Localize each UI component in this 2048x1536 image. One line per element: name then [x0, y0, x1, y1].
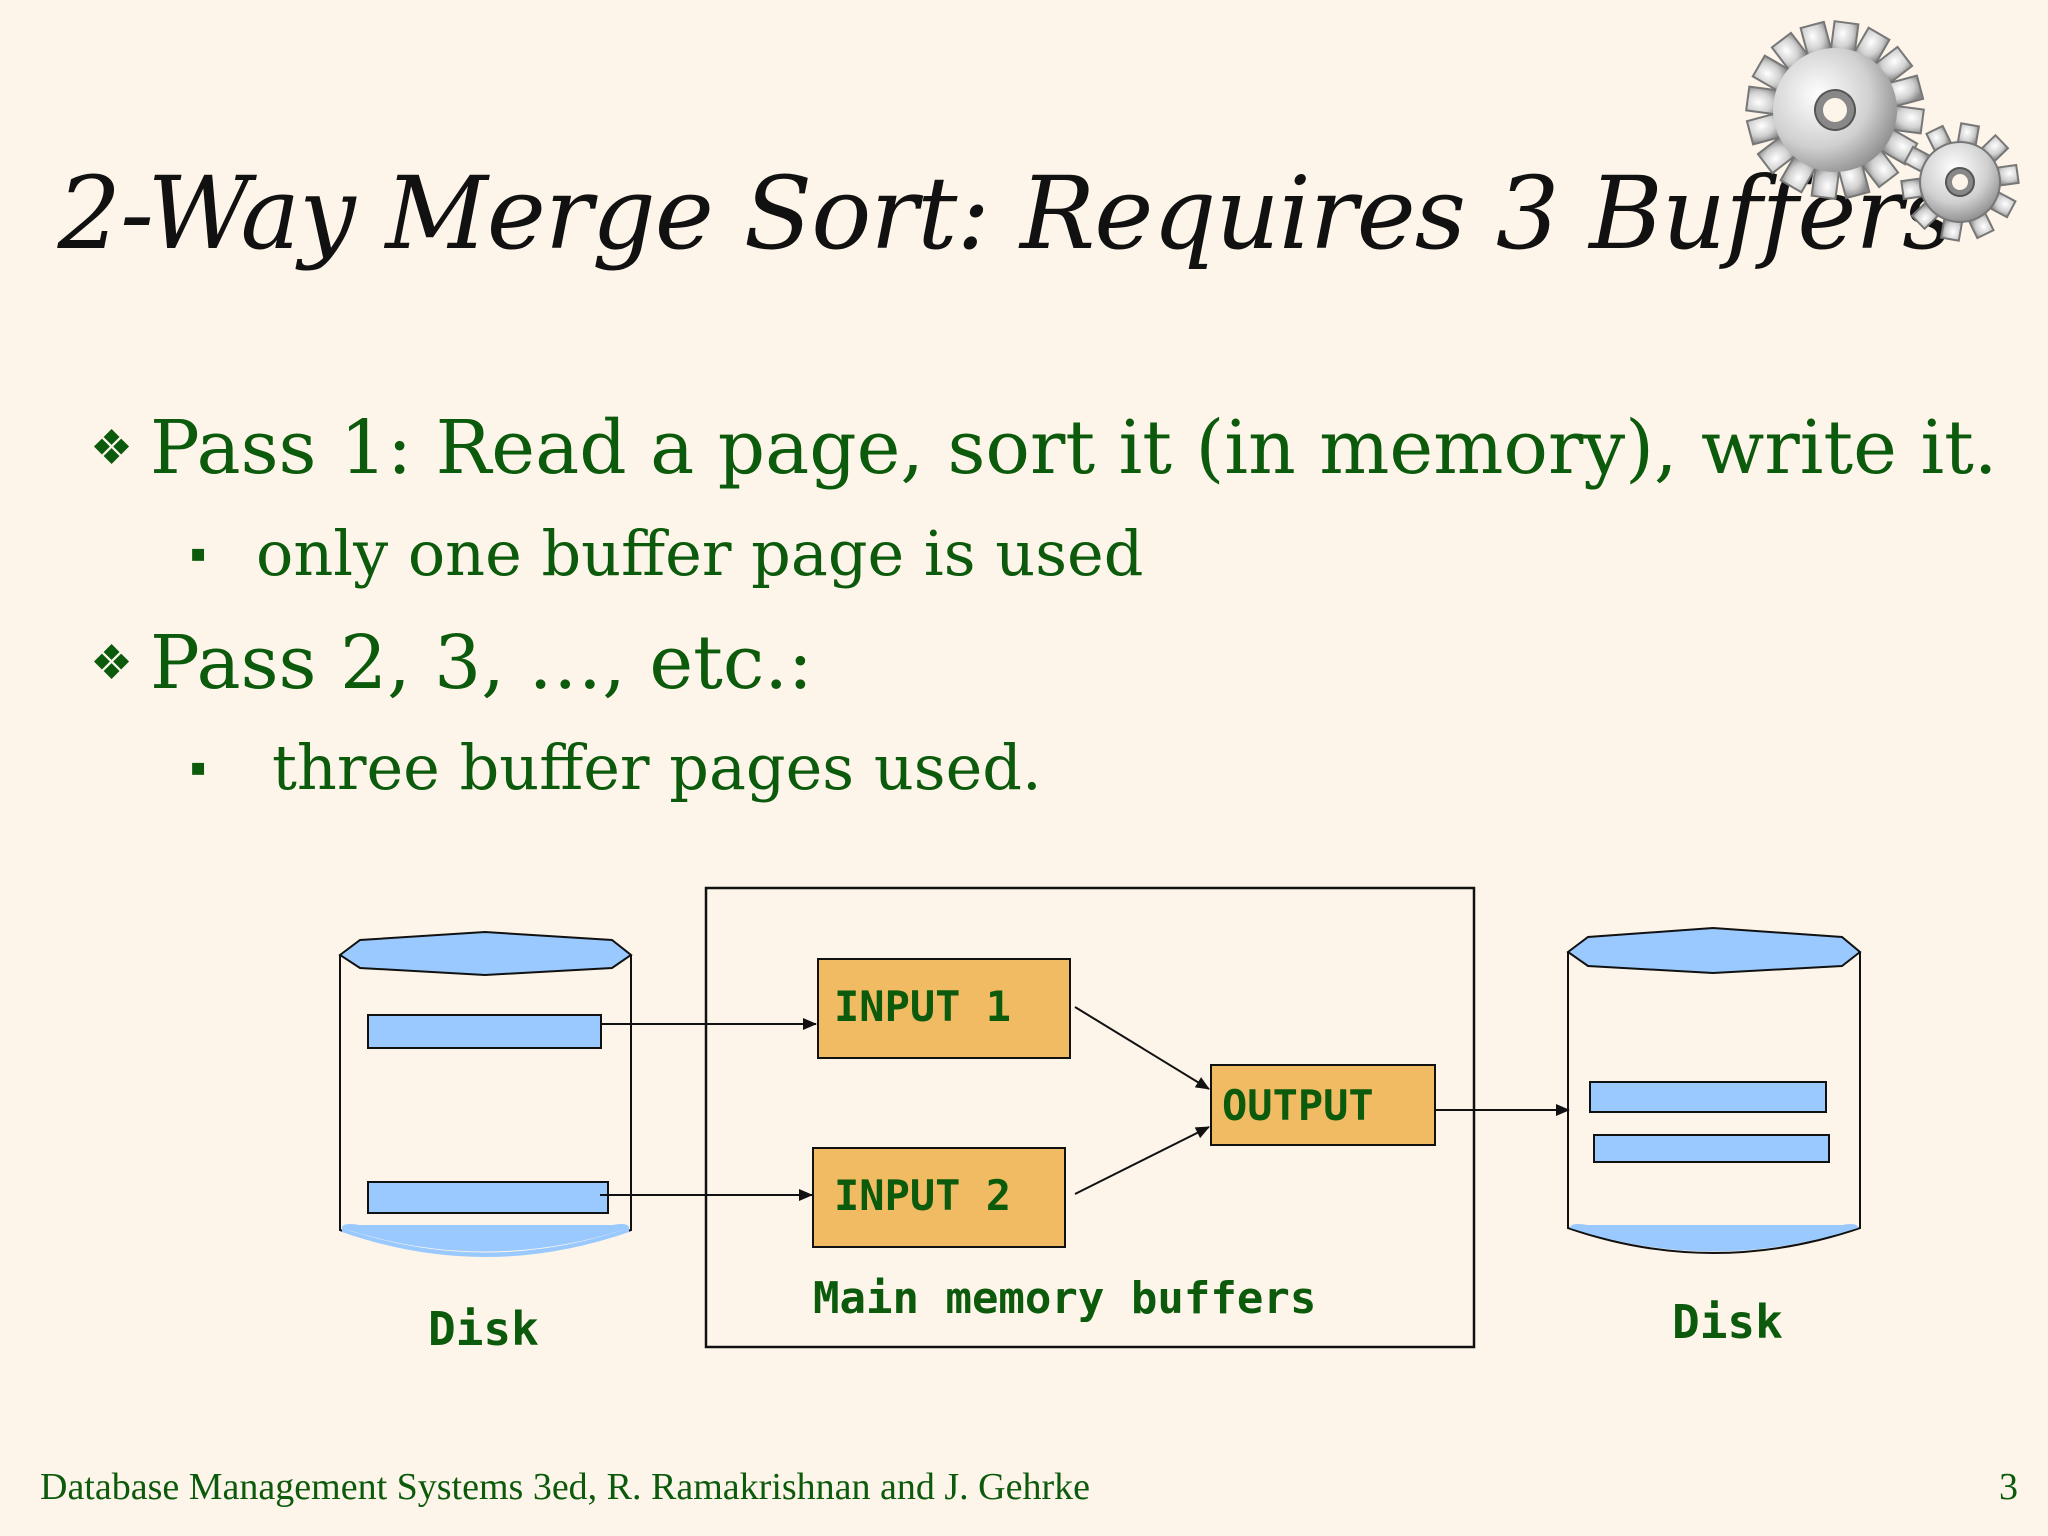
- sub-bullet-pass-1: ▪ only one buffer page is used: [190, 517, 1143, 590]
- bullet-pass-1: ❖ Pass 1: Read a page, sort it (in memory…: [90, 405, 1997, 491]
- sub-bullet-text: only one buffer page is used: [256, 517, 1144, 590]
- disk-right-label: Disk: [1672, 1295, 1783, 1349]
- main-memory-label: Main memory buffers: [813, 1273, 1316, 1324]
- diamond-bullet-icon: ❖: [90, 634, 134, 691]
- input-1-label: INPUT 1: [834, 982, 1011, 1031]
- square-bullet-icon: ▪: [190, 538, 207, 567]
- output-buffer: [1210, 1064, 1436, 1146]
- sub-bullet-text: three buffer pages used.: [272, 731, 1042, 804]
- input-2-label: INPUT 2: [834, 1171, 1011, 1220]
- gears-icon: [1745, 20, 2020, 242]
- input-2-buffer: [812, 1147, 1066, 1248]
- disk-left-icon: [338, 930, 633, 1257]
- bullet-pass-2: ❖ Pass 2, 3, …, etc.:: [90, 620, 813, 706]
- disk-page: [367, 1181, 609, 1214]
- disk-left-label: Disk: [428, 1302, 539, 1356]
- page-number: 3: [1999, 1466, 2018, 1508]
- disk-page: [1593, 1134, 1830, 1163]
- disk-page: [367, 1014, 602, 1049]
- disk-page: [1589, 1081, 1827, 1113]
- disk-right-icon: [1566, 926, 1862, 1254]
- slide-title: 2-Way Merge Sort: Requires 3 Buffers: [57, 155, 1953, 272]
- arrow-icon: [1074, 1006, 1210, 1090]
- bullet-text: Pass 1: Read a page, sort it (in memory)…: [150, 405, 1998, 491]
- arrow-icon: [1074, 1126, 1210, 1195]
- bullet-text: Pass 2, 3, …, etc.:: [150, 620, 813, 706]
- square-bullet-icon: ▪: [190, 752, 207, 781]
- main-memory-box: [704, 886, 1476, 1349]
- output-label: OUTPUT: [1222, 1081, 1374, 1130]
- sub-bullet-pass-2: ▪ three buffer pages used.: [190, 731, 1042, 804]
- input-1-buffer: [817, 958, 1071, 1059]
- footer-citation: Database Management Systems 3ed, R. Rama…: [40, 1466, 1091, 1508]
- diamond-bullet-icon: ❖: [90, 419, 134, 476]
